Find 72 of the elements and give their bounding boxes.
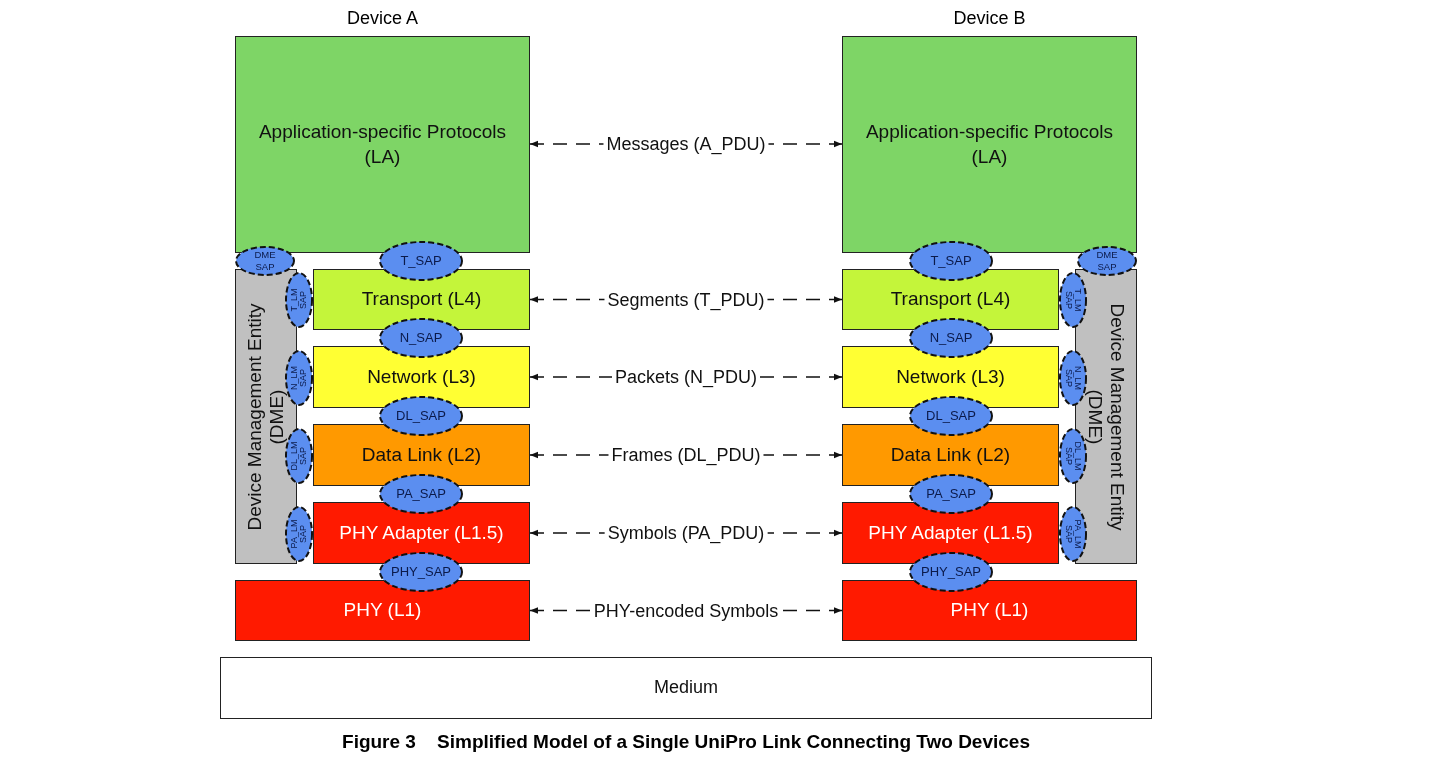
access-point-label: N_LM SAP (1064, 365, 1082, 392)
layer-label: PHY (L1) (950, 598, 1029, 623)
access-point-label: PHY_SAP (921, 563, 981, 581)
access-point-ellipse (379, 396, 463, 436)
protocol-layer-box (842, 424, 1059, 486)
access-point-ellipse (285, 272, 313, 328)
access-point-label: PHY_SAP (391, 563, 451, 581)
layer-label: Application-specific Protocols (LA) (257, 119, 508, 169)
access-point-ellipse (1059, 428, 1087, 484)
figure-caption: Figure 3 Simplified Model of a Single UniPro Link Connecting Two Devices (342, 731, 1030, 753)
protocol-layer-box (313, 424, 530, 486)
layer-label: Data Link (L2) (361, 442, 482, 467)
protocol-layer-box (313, 502, 530, 564)
medium-label: Medium (654, 676, 718, 700)
layer-label: Transport (L4) (890, 287, 1011, 312)
access-point-label: DME SAP (1095, 248, 1119, 274)
access-point-ellipse (379, 241, 463, 281)
access-point-ellipse (285, 350, 313, 406)
access-point-label: DL_LM SAP (1064, 440, 1082, 473)
access-point-ellipse (909, 552, 993, 592)
access-point-ellipse (235, 246, 295, 276)
access-point-ellipse (1059, 272, 1087, 328)
access-point-label: N_SAP (399, 329, 443, 347)
protocol-layer-box (842, 346, 1059, 408)
access-point-label: T_SAP (400, 252, 442, 270)
protocol-layer-box (235, 36, 530, 253)
layer-label: PHY Adapter (L1.5) (339, 520, 504, 545)
access-point-ellipse (379, 318, 463, 358)
protocol-layer-box (842, 269, 1059, 330)
entity-label: Device Management Entity (DME) (244, 301, 288, 533)
protocol-layer-box (235, 580, 530, 641)
access-point-label: DL_LM SAP (290, 440, 308, 473)
layer-label: Network (L3) (367, 364, 476, 389)
access-point-label: N_LM SAP (290, 365, 308, 392)
protocol-layer-box (313, 269, 530, 330)
access-point-ellipse (379, 474, 463, 514)
access-point-label: DL_SAP (926, 407, 976, 425)
access-point-label: DL_SAP (396, 407, 446, 425)
protocol-layer-box (842, 36, 1137, 253)
access-point-label: T_LM SAP (290, 287, 308, 314)
access-point-ellipse (1077, 246, 1137, 276)
access-point-ellipse (909, 241, 993, 281)
access-point-ellipse (285, 428, 313, 484)
access-point-ellipse (909, 396, 993, 436)
access-point-ellipse (1059, 350, 1087, 406)
access-point-label: PA_SAP (926, 485, 976, 503)
device-title: Device B (953, 8, 1026, 29)
protocol-layer-box (842, 502, 1059, 564)
access-point-label: T_SAP (930, 252, 972, 270)
access-point-ellipse (909, 318, 993, 358)
access-point-label: T_LM SAP (1064, 287, 1082, 314)
layer-label: Data Link (L2) (890, 442, 1011, 467)
layer-label: PHY Adapter (L1.5) (868, 520, 1033, 545)
access-point-label: PA_LM SAP (290, 518, 308, 551)
device-title: Device A (347, 8, 418, 29)
protocol-layer-box (842, 580, 1137, 641)
access-point-ellipse (379, 552, 463, 592)
entity-label: Device Management Entity (DME) (1084, 301, 1128, 533)
layer-label: Application-specific Protocols (LA) (864, 119, 1115, 169)
layer-label: Transport (L4) (361, 287, 482, 312)
access-point-label: PA_SAP (396, 485, 446, 503)
layer-label: PHY (L1) (343, 598, 422, 623)
access-point-label: N_SAP (929, 329, 973, 347)
layer-label: Network (L3) (896, 364, 1005, 389)
management-entity-box (235, 269, 297, 564)
access-point-ellipse (909, 474, 993, 514)
access-point-label: DME SAP (253, 248, 277, 274)
access-point-label: PA_LM SAP (1064, 518, 1082, 551)
access-point-ellipse (1059, 506, 1087, 562)
access-point-ellipse (285, 506, 313, 562)
protocol-layer-box (313, 346, 530, 408)
medium-box (220, 657, 1152, 719)
